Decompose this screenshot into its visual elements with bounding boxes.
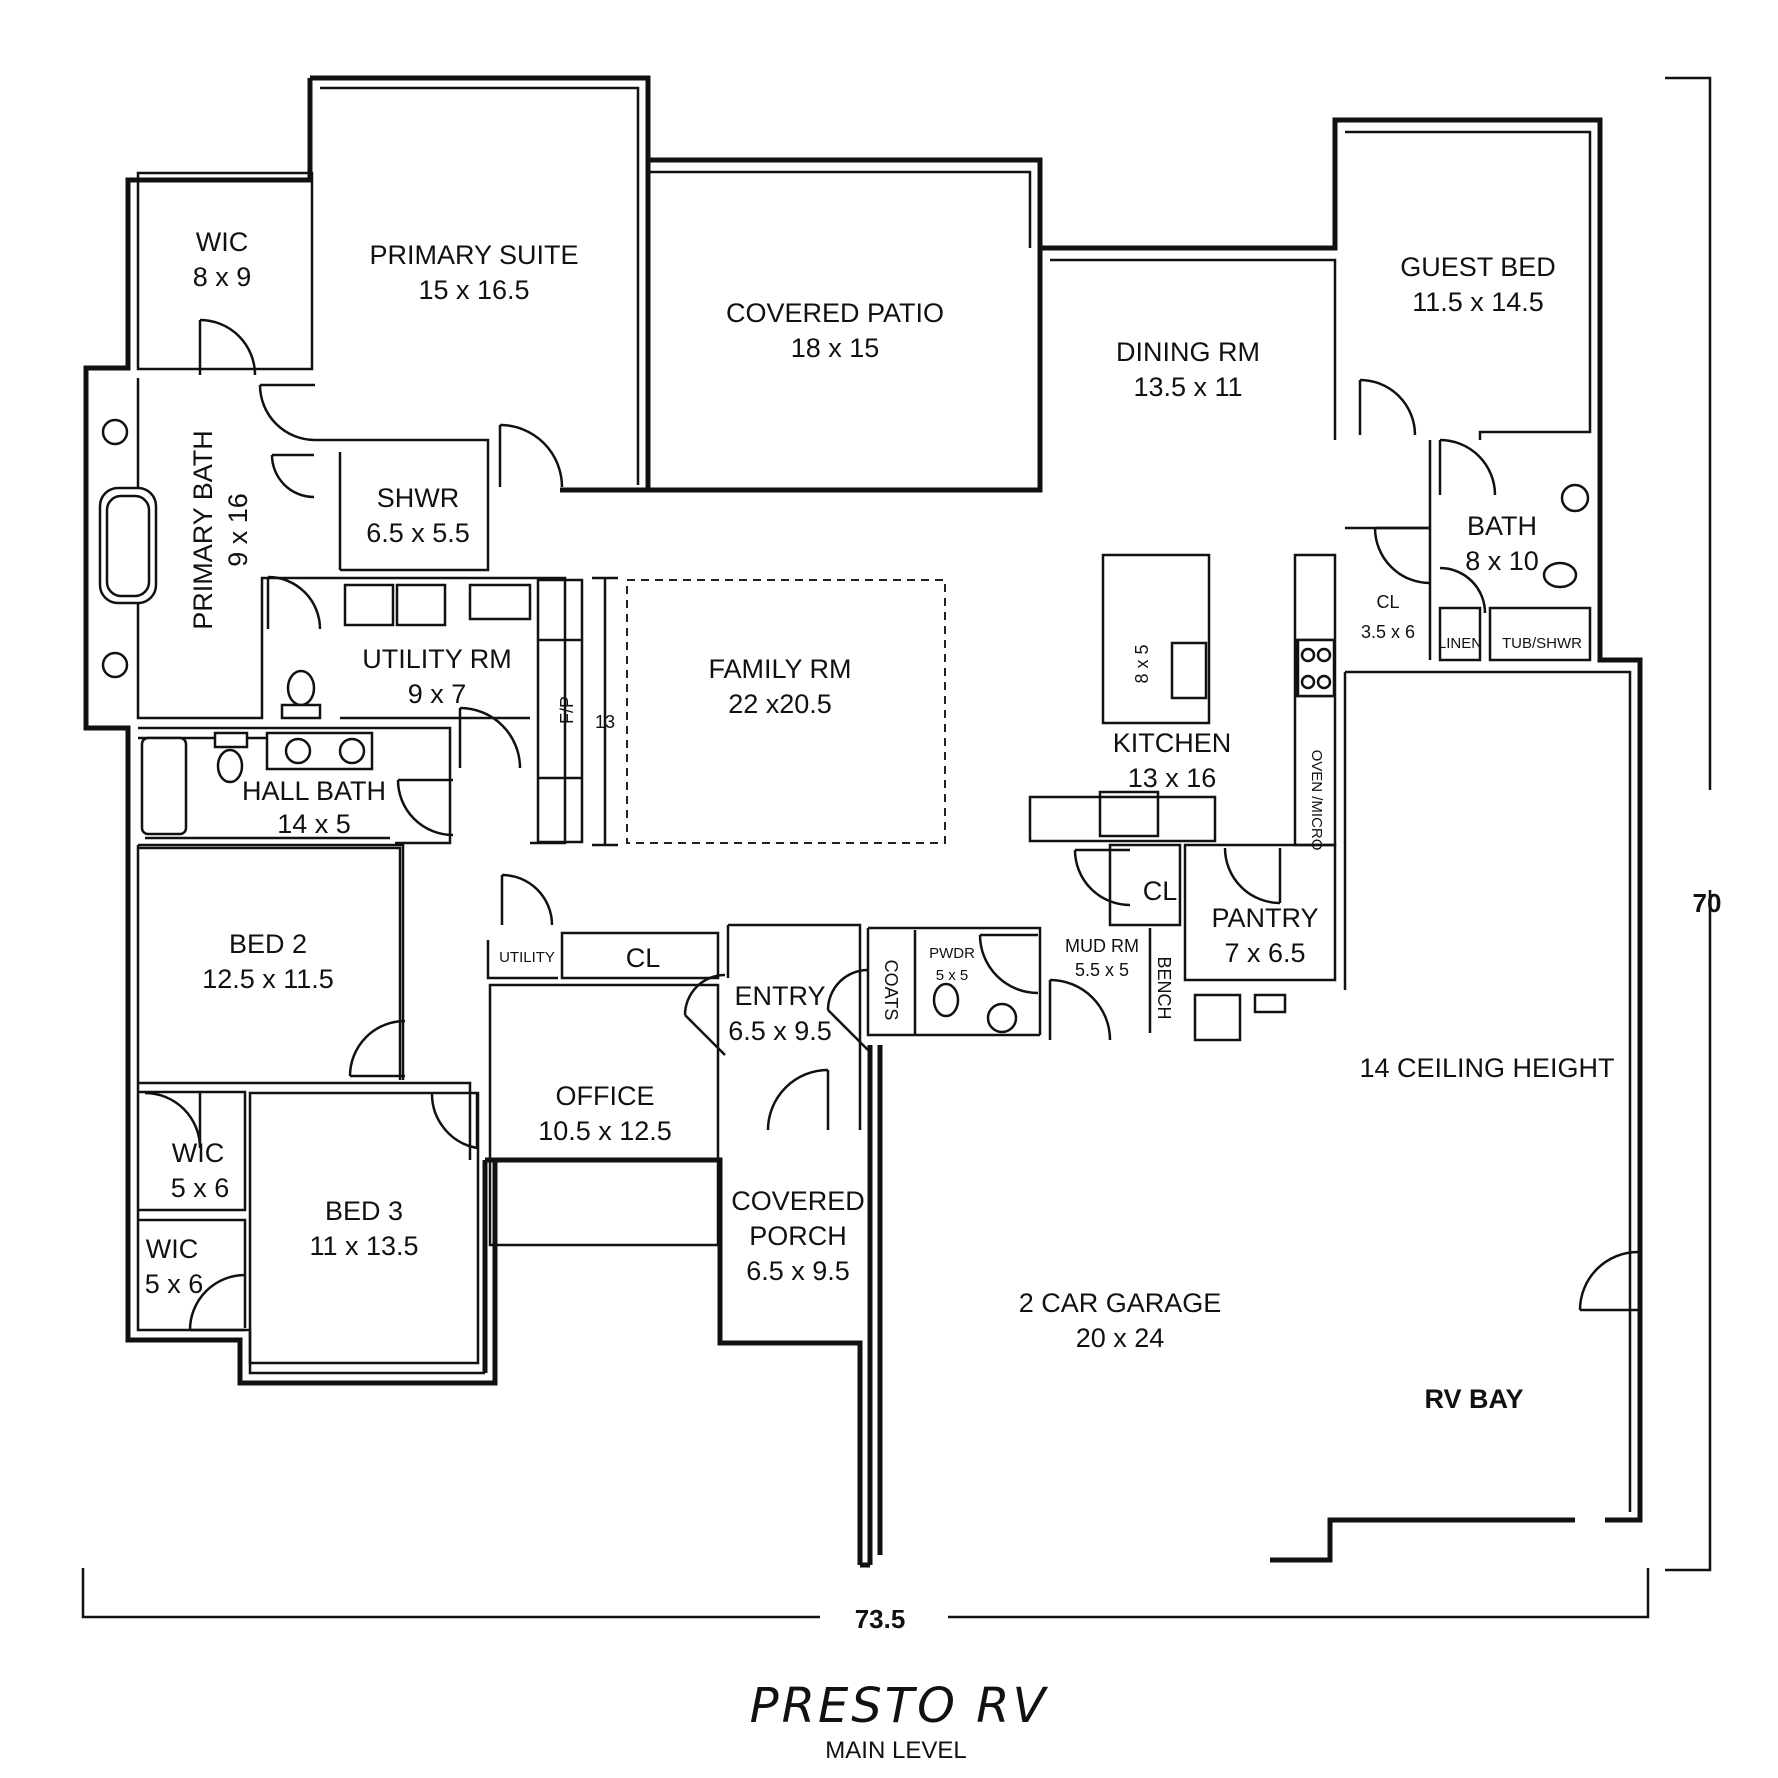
- room-size: 6.5 x 5.5: [366, 518, 470, 548]
- room-name: COVERED: [731, 1186, 865, 1216]
- room-name: DINING RM: [1116, 337, 1260, 367]
- sink-icon: [284, 737, 312, 765]
- room-name: BENCH: [1154, 956, 1174, 1019]
- toilet-icon: [932, 982, 960, 1018]
- overall-dimensions: [81, 76, 1712, 1619]
- room-size: 3.5 x 6: [1361, 622, 1415, 642]
- room-name: 2 CAR GARAGE: [1019, 1288, 1222, 1318]
- room-size: 5 x 6: [171, 1173, 230, 1203]
- room-size: 5.5 x 5: [1075, 960, 1129, 980]
- room-name: BED 2: [229, 929, 307, 959]
- room-name: PANTRY: [1211, 903, 1318, 933]
- room-size: 9 x 16: [223, 493, 253, 567]
- room-size: 11.5 x 14.5: [1412, 287, 1544, 317]
- sink-icon: [1560, 483, 1590, 513]
- room-name: TUB/SHWR: [1502, 635, 1582, 652]
- room-name: BED 3: [325, 1196, 403, 1226]
- bathtub-icon: [140, 736, 188, 836]
- room-name: F/P: [557, 696, 577, 724]
- sink-icon: [101, 651, 129, 679]
- washer-icon: [343, 583, 395, 627]
- room-name: MUD RM: [1065, 936, 1139, 956]
- room-name: UTILITY: [499, 949, 555, 966]
- sink-icon: [338, 737, 366, 765]
- room-name: PRIMARY BATH: [188, 430, 218, 630]
- width-dimension: 73.5: [855, 1604, 906, 1634]
- room-size: 8 x 9: [193, 262, 252, 292]
- ceiling-height-note: 14 CEILING HEIGHT: [1359, 1053, 1614, 1083]
- room-name: WIC: [196, 227, 248, 257]
- room-size: 11 x 13.5: [309, 1231, 418, 1261]
- room-size: 5 x 6: [145, 1269, 204, 1299]
- room-name: CL: [1376, 592, 1399, 612]
- room-size: 6.5 x 9.5: [746, 1256, 850, 1286]
- kitchen-sink-icon: [1170, 641, 1208, 700]
- room-name: UTILITY RM: [362, 644, 512, 674]
- dryer-icon: [395, 583, 447, 627]
- room-name: COVERED PATIO: [726, 298, 944, 328]
- room-name: HALL BATH: [242, 776, 386, 806]
- exterior-walls: [83, 75, 1643, 1568]
- room-name: PRIMARY SUITE: [369, 240, 578, 270]
- room-name: GUEST BED: [1400, 252, 1556, 282]
- room-size: 10.5 x 12.5: [538, 1116, 672, 1146]
- room-name: FAMILY RM: [708, 654, 851, 684]
- interior-walls: [136, 378, 1592, 1365]
- room-size: 14 x 5: [277, 809, 351, 839]
- utility-sink-icon: [468, 583, 532, 621]
- room-size: 9 x 7: [408, 679, 467, 709]
- room-name: PWDR: [929, 945, 975, 962]
- toilet-icon: [1542, 561, 1578, 589]
- room-size: 22 x20.5: [728, 689, 832, 719]
- room-name: BATH: [1467, 511, 1537, 541]
- room-name: CL: [1143, 876, 1178, 906]
- room-size: 13 x 16: [1128, 763, 1217, 793]
- family-room-rug: [626, 579, 946, 844]
- room-name: OVEN /MICRO: [1308, 750, 1325, 851]
- island-size: 8 x 5: [1132, 644, 1152, 683]
- toilet-icon: [286, 669, 316, 707]
- fixtures: [98, 418, 1590, 1034]
- fireplace-dimension: 13: [595, 712, 615, 732]
- room-size: 13.5 x 11: [1133, 372, 1242, 402]
- plan-title: PRESTO RV: [750, 1678, 1049, 1734]
- room-labels: WIC 8 x 9 PRIMARY SUITE 15 x 16.5 COVERE…: [145, 227, 1615, 1414]
- plan-subtitle: MAIN LEVEL: [825, 1737, 966, 1764]
- room-size: 7 x 6.5: [1224, 938, 1305, 968]
- room-name: COATS: [881, 960, 901, 1021]
- room-name: LINEN: [1438, 635, 1482, 652]
- room-name: WIC: [172, 1138, 224, 1168]
- room-name: WIC: [146, 1234, 198, 1264]
- toilet-icon: [216, 748, 244, 784]
- room-size: 15 x 16.5: [418, 275, 529, 305]
- depth-dimension: 70: [1693, 888, 1722, 918]
- room-name: RV BAY: [1424, 1384, 1523, 1414]
- room-name: KITCHEN: [1113, 728, 1232, 758]
- room-size: 8 x 10: [1465, 546, 1539, 576]
- room-name: CL: [626, 943, 661, 973]
- door-swings: [144, 318, 1639, 1332]
- sink-icon: [101, 418, 129, 446]
- room-name: PORCH: [749, 1221, 847, 1251]
- room-size: 18 x 15: [791, 333, 880, 363]
- room-size: 20 x 24: [1076, 1323, 1165, 1353]
- room-size: 5 x 5: [936, 967, 969, 984]
- room-size: 12.5 x 11.5: [202, 964, 334, 994]
- room-name: OFFICE: [556, 1081, 655, 1111]
- sink-icon: [986, 1002, 1018, 1034]
- room-name: SHWR: [377, 483, 460, 513]
- room-size: 6.5 x 9.5: [728, 1016, 832, 1046]
- room-name: ENTRY: [734, 981, 825, 1011]
